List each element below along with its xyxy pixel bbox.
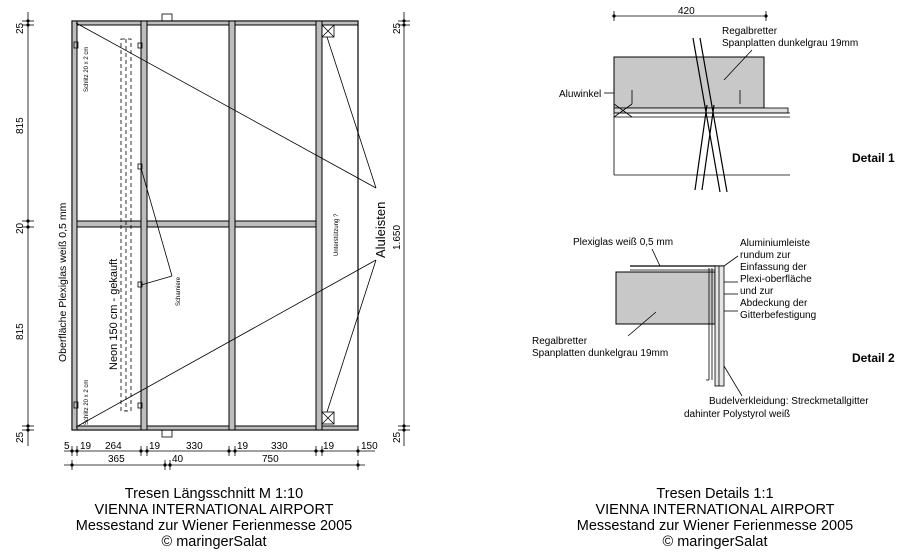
dim-h1-i: 150: [361, 441, 378, 452]
dim-h1-d: 19: [149, 441, 161, 452]
support-label: Unterstützung ?: [334, 213, 340, 256]
alu-leader-bottom-right: [326, 259, 377, 413]
top-rail: [71, 20, 359, 26]
post-1: [140, 20, 148, 431]
dim-h1-c: 264: [105, 441, 122, 452]
detail2-shelf-label: Regalbretter: [532, 336, 588, 347]
detail1-title: Detail 1: [852, 151, 895, 165]
dim-h2-c: 750: [262, 454, 279, 465]
detail-2: Plexiglas weiß 0,5 mm Aluminiumleiste ru…: [532, 237, 895, 420]
dim-v-left-5: 25: [15, 431, 26, 443]
detail1-shelf-label: Regalbretter: [722, 26, 778, 37]
dim-v-right-2: 1.650: [392, 225, 403, 250]
dim-v-left-3: 20: [15, 222, 26, 234]
corner-block-top: [321, 24, 335, 38]
caption-left-line1: Tresen Längsschnitt M 1:10: [124, 486, 304, 502]
detail-1: 420 Regalbretter Spanplatten dunkelgrau …: [559, 6, 895, 193]
detail2-alu-line5: und zur: [740, 286, 774, 297]
dim-h1-h: 19: [323, 441, 335, 452]
neon-label: Neon 150 cm - gekauft: [108, 259, 120, 370]
dim-v-right-1: 25: [392, 22, 403, 34]
dim-h1-b: 19: [80, 441, 92, 452]
alu-leader-bottom-left: [75, 259, 377, 428]
detail2-shelf: [615, 271, 716, 325]
middle-rail: [71, 220, 323, 228]
dim-v-left-1: 25: [15, 22, 26, 34]
detail2-alu-line2: rundum zur: [740, 250, 791, 261]
longitudinal-section: Oberfläche Plexiglas weiß 0,5 mm Schlitz…: [15, 12, 410, 470]
alu-leader-top-left: [75, 22, 377, 189]
detail1-dimension: 420: [678, 6, 695, 17]
detail1-shelf-material: Spanplatten dunkelgrau 19mm: [722, 38, 858, 49]
detail2-alu-line4: Plexi-oberfläche: [740, 274, 812, 285]
post-3: [315, 20, 323, 431]
dim-h1-a: 5: [64, 441, 70, 452]
slot-top-label: Schlitz 20 x 2 cm: [84, 47, 90, 92]
detail2-plexi-label: Plexiglas weiß 0,5 mm: [573, 237, 673, 248]
plexi-surface-label: Oberfläche Plexiglas weiß 0,5 mm: [57, 202, 69, 362]
alu-strips-label: Aluleisten: [373, 202, 388, 258]
caption-left-line4: © maringerSalat: [161, 534, 267, 550]
slot-bottom-label: Schlitz 20 x 2 cm: [84, 380, 90, 425]
detail2-alu-strip: [714, 265, 725, 387]
detail2-behind-label: dahinter Polystyrol weiß: [684, 409, 790, 420]
caption-right-line3: Messestand zur Wiener Ferienmesse 2005: [576, 518, 854, 534]
hinge-middle: [137, 163, 143, 170]
detail2-alu-line3: Einfassung der: [740, 262, 807, 273]
bottom-dimensions-row2: 365 40 750: [64, 454, 365, 470]
caption-right-line4: © maringerSalat: [662, 534, 768, 550]
dim-h2-b: 40: [172, 454, 184, 465]
dim-v-left-4: 815: [15, 323, 26, 340]
detail2-cladding-label: Budelverkleidung: Streckmetallgitter: [709, 396, 869, 407]
left-vertical-dimensions: 25 815 20 815 25: [15, 12, 34, 446]
right-vertical-dimensions: 25 1.650 25: [392, 12, 410, 446]
detail2-shelf-material: Spanplatten dunkelgrau 19mm: [532, 348, 668, 359]
detail2-alu-line1: Aluminiumleiste: [740, 238, 810, 249]
detail2-alu-line6: Abdeckung der: [740, 298, 808, 309]
dim-h1-g: 330: [271, 441, 288, 452]
dim-h2-a: 365: [108, 454, 125, 465]
hinges-label: Scharniere: [176, 276, 182, 306]
detail2-title: Detail 2: [852, 351, 895, 365]
caption-longitudinal-section: Tresen Längsschnitt M 1:10 VIENNA INTERN…: [30, 486, 398, 550]
detail2-alu-line7: Gitterbefestigung: [740, 310, 816, 321]
caption-left-line2: VIENNA INTERNATIONAL AIRPORT: [94, 502, 334, 518]
dim-v-left-2: 815: [15, 117, 26, 134]
detail1-shelf: [613, 56, 765, 109]
caption-left-line3: Messestand zur Wiener Ferienmesse 2005: [75, 518, 353, 534]
caption-details: Tresen Details 1:1 VIENNA INTERNATIONAL …: [535, 486, 895, 550]
dim-v-right-3: 25: [392, 431, 403, 443]
hinge-top: [137, 42, 143, 49]
post-2: [228, 20, 236, 431]
corner-block-bottom: [321, 411, 335, 425]
caption-right-line2: VIENNA INTERNATIONAL AIRPORT: [595, 502, 835, 518]
bottom-dimensions-row1: 5 19 264 19 330 19 330 19 150: [64, 441, 378, 456]
detail1-alu-angle-label: Aluwinkel: [559, 89, 601, 100]
detail1-alu-angle: [613, 107, 789, 114]
alu-leader-top-right: [326, 36, 377, 189]
caption-right-line1: Tresen Details 1:1: [656, 486, 774, 502]
dim-h1-e: 330: [186, 441, 203, 452]
hinge-bottom: [137, 402, 143, 409]
bottom-rail: [71, 425, 359, 431]
left-post: [71, 20, 78, 431]
dim-h1-f: 19: [237, 441, 249, 452]
